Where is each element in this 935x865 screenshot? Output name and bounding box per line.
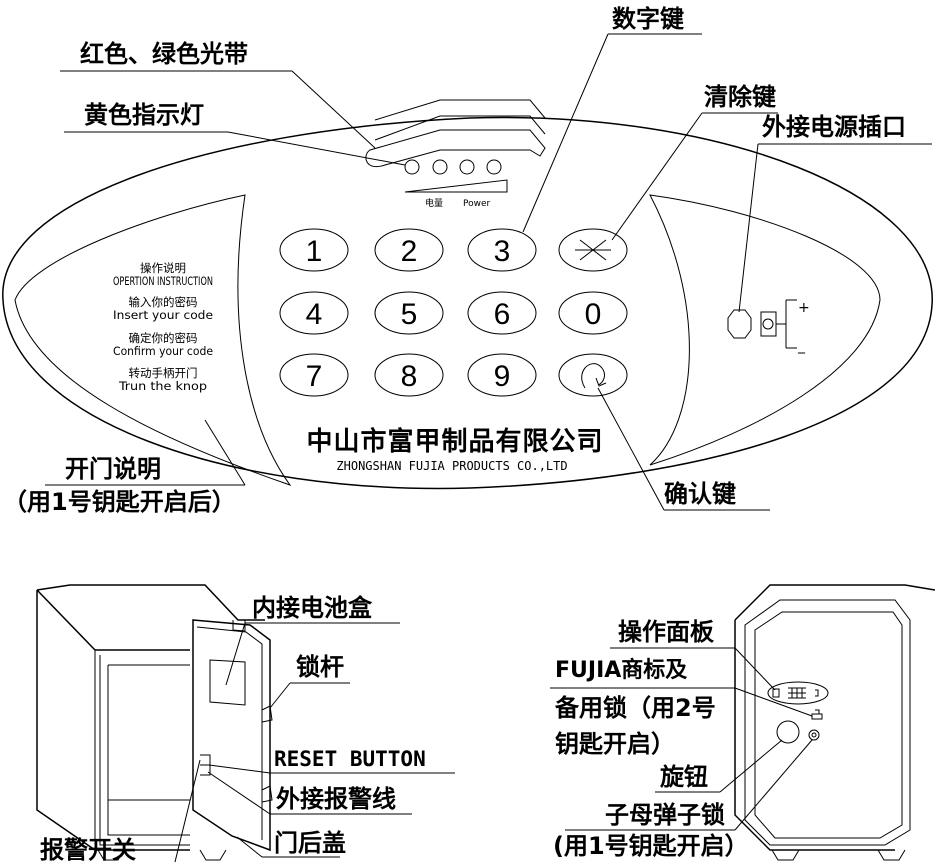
svg-text:9: 9 bbox=[494, 360, 511, 393]
clear-key[interactable] bbox=[558, 228, 628, 272]
label-reset-button: RESET BUTTON bbox=[274, 747, 426, 771]
svg-text:_: _ bbox=[797, 338, 806, 354]
lock-bar bbox=[261, 705, 273, 723]
key-5[interactable]: 5 bbox=[374, 291, 444, 335]
label-logo-line3: 钥匙开启） bbox=[555, 730, 675, 758]
key-9[interactable]: 9 bbox=[467, 353, 537, 397]
svg-text:7: 7 bbox=[306, 360, 323, 393]
label-knob: 旋钮 bbox=[659, 763, 708, 791]
label-door-cover: 门后盖 bbox=[274, 829, 346, 857]
svg-text:6: 6 bbox=[494, 298, 511, 331]
svg-text:Insert your code: Insert your code bbox=[113, 308, 213, 322]
logo-mark bbox=[811, 709, 823, 720]
label-lock-bar: 锁杆 bbox=[296, 653, 344, 681]
indicator-lights bbox=[404, 159, 502, 175]
company-name-cn: 中山市富甲制品有限公司 bbox=[306, 426, 603, 457]
svg-text:4: 4 bbox=[306, 298, 323, 331]
panel-outline bbox=[2, 116, 933, 490]
svg-text:确定你的密码: 确定你的密码 bbox=[129, 331, 198, 345]
label-operation-panel: 操作面板 bbox=[618, 618, 715, 646]
indicator-light bbox=[432, 159, 448, 175]
svg-text:0: 0 bbox=[585, 298, 602, 331]
svg-text:Confirm your code: Confirm your code bbox=[113, 344, 213, 358]
lock-bar bbox=[261, 785, 273, 803]
label-clear-key: 清除键 bbox=[704, 83, 776, 111]
power-meter-cn: 电量 bbox=[425, 197, 443, 209]
key-8[interactable]: 8 bbox=[374, 353, 444, 397]
label-logo-line1: FUJIA商标及 bbox=[555, 657, 688, 683]
power-meter-en: Power bbox=[463, 199, 491, 209]
label-power-socket: 外接电源插口 bbox=[762, 113, 906, 141]
key-6[interactable]: 6 bbox=[467, 291, 537, 335]
company-name-en: ZHONGSHAN FUJIA PRODUCTS CO.,LTD bbox=[336, 459, 567, 473]
label-open-instructions-note: （用1号钥匙开启后） bbox=[3, 488, 236, 516]
indicator-light bbox=[404, 159, 420, 175]
panel-right-inner-outline bbox=[649, 194, 881, 466]
svg-text:3: 3 bbox=[494, 235, 511, 268]
label-sub-lock: 子母弹子锁 bbox=[605, 801, 725, 829]
label-battery-box: 内接电池盒 bbox=[252, 594, 373, 622]
label-confirm-key: 确认键 bbox=[664, 480, 736, 508]
power-socket: + _ bbox=[727, 299, 810, 354]
confirm-arrow-icon bbox=[581, 363, 607, 389]
panel-left-inner-outline bbox=[14, 194, 292, 486]
indicator-light bbox=[486, 159, 502, 175]
svg-text:转动手柄开门: 转动手柄开门 bbox=[129, 366, 198, 380]
keypad-panel: 电量 Power 1 2 3 4 5 6 0 7 8 9 操作说明 OPERTI… bbox=[2, 5, 933, 516]
safe-door bbox=[192, 619, 271, 852]
key-1[interactable]: 1 bbox=[279, 228, 349, 272]
light-bands bbox=[365, 99, 546, 168]
svg-text:操作说明: 操作说明 bbox=[140, 261, 186, 275]
label-light-bands: 红色、绿色光带 bbox=[80, 40, 248, 68]
label-yellow-light: 黄色指示灯 bbox=[84, 101, 204, 129]
label-logo-line2: 备用锁（用2号 bbox=[554, 694, 716, 722]
operation-instructions: 操作说明 OPERTION INSTRUCTION 输入你的密码 Insert … bbox=[113, 261, 213, 393]
svg-text:2: 2 bbox=[401, 235, 418, 268]
indicator-light bbox=[459, 159, 475, 175]
label-sub-lock-note: (用1号钥匙开启） bbox=[553, 832, 749, 860]
label-alarm-switch: 报警开关 bbox=[40, 836, 136, 864]
safe-closed-diagram: 操作面板 FUJIA商标及 备用锁（用2号 钥匙开启） 旋钮 子母弹子锁 (用1… bbox=[550, 584, 935, 861]
label-open-instructions: 开门说明 bbox=[65, 455, 161, 483]
key-7[interactable]: 7 bbox=[279, 353, 349, 397]
label-digit-keys: 数字键 bbox=[612, 5, 684, 33]
operation-panel[interactable] bbox=[767, 681, 829, 705]
key-3[interactable]: 3 bbox=[467, 228, 537, 272]
svg-text:OPERTION INSTRUCTION: OPERTION INSTRUCTION bbox=[113, 274, 213, 288]
battery-box bbox=[209, 659, 246, 706]
svg-text:Trun the knop: Trun the knop bbox=[118, 379, 207, 393]
sub-lock[interactable] bbox=[808, 729, 820, 741]
confirm-key[interactable] bbox=[558, 353, 628, 397]
svg-text:+: + bbox=[798, 300, 810, 316]
svg-text:8: 8 bbox=[401, 360, 418, 393]
svg-text:5: 5 bbox=[401, 298, 418, 331]
svg-text:输入你的密码: 输入你的密码 bbox=[129, 295, 198, 309]
power-meter-wedge bbox=[404, 179, 508, 193]
svg-text:1: 1 bbox=[306, 235, 323, 268]
safe-open-diagram: 内接电池盒 锁杆 RESET BUTTON 外接报警线 报警开关 门后盖 bbox=[36, 584, 455, 864]
knob[interactable] bbox=[776, 720, 800, 744]
key-2[interactable]: 2 bbox=[374, 228, 444, 272]
key-0[interactable]: 0 bbox=[558, 291, 628, 335]
label-alarm-wire: 外接报警线 bbox=[276, 785, 396, 813]
key-4[interactable]: 4 bbox=[279, 291, 349, 335]
